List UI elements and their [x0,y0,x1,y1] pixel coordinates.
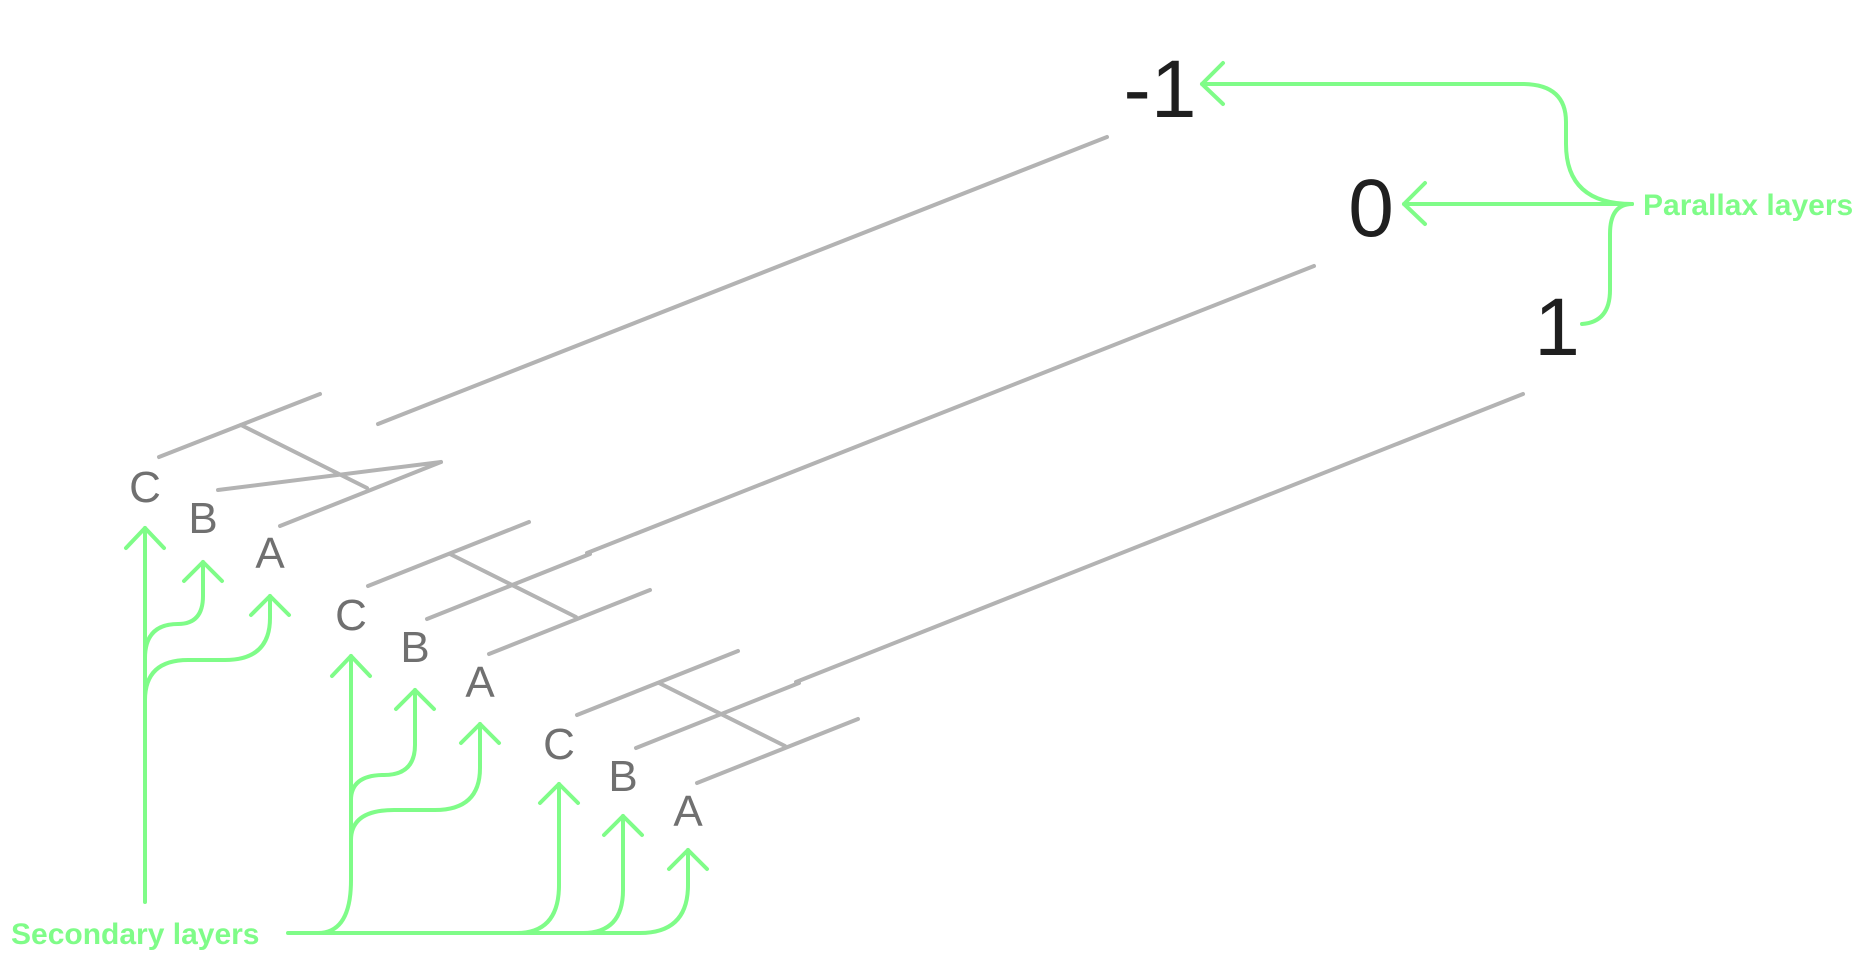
parallax-layers-label: Parallax layers [1643,189,1853,222]
layer-a-line [695,717,860,785]
arrowhead-icon [182,560,224,583]
parallax-layer-0: 0 [1348,163,1394,254]
arrowhead-icon [459,722,501,745]
arrowhead-icon [124,526,166,550]
arrowhead-icon [1200,61,1225,106]
arrow-to-b [581,814,625,935]
layer-b-line [216,460,443,492]
layer-group-minus1 [157,135,1109,528]
secondary-layer-c: C [129,463,161,512]
arrowhead-icon [538,782,580,805]
layer-b-line [425,552,592,621]
secondary-layer-b: B [608,752,637,801]
secondary-layer-c: C [543,720,575,769]
arrowhead-icon [1402,181,1427,226]
secondary-layer-c: C [335,591,367,640]
cross-line [448,552,578,619]
layer-group-0 [366,264,1316,656]
layer-group-1 [575,392,1525,785]
arrowhead-icon [330,654,372,678]
arrowhead-icon [249,594,291,617]
secondary-layer-a: A [255,529,285,578]
layer-a-line [487,588,652,656]
arrowhead-icon [394,688,436,711]
arrow-to-b [143,560,205,660]
depth-line [376,135,1109,426]
parallax-layer-1: 1 [1534,282,1580,373]
secondary-layers-label: Secondary layers [11,918,259,951]
arrowhead-icon [667,848,709,871]
secondary-arrows-group-2 [330,654,501,882]
arrow-to-a [349,722,482,842]
secondary-baseline [286,848,690,935]
depth-line [585,264,1316,555]
secondary-arrows-group-1 [124,526,291,904]
parallax-layers-bracket [1200,61,1634,326]
arrowhead-icon [602,814,644,837]
secondary-layer-b: B [400,623,429,672]
secondary-layer-a: A [673,787,703,836]
secondary-layer-a: A [465,658,495,707]
parallax-layer-minus1: -1 [1124,44,1197,135]
depth-line [794,392,1525,684]
secondary-letters-group-1: C B A [129,463,285,578]
layer-a-line [278,460,443,528]
secondary-layer-b: B [188,494,217,543]
cross-line [657,681,787,748]
arrow-to-b [349,688,417,802]
secondary-arrows-group-3 [286,782,709,935]
arrow-to-minus1 [1200,82,1634,206]
bracket-to-1 [1580,202,1634,326]
arrow-to-c [515,782,561,935]
cross-line [239,423,369,490]
secondary-letters-group-3: C B A [543,720,703,836]
layer-b-line [634,681,801,750]
curve-to-group-2 [316,878,353,935]
secondary-letters-group-2: C B A [335,591,495,707]
arrow-to-a [143,594,272,702]
